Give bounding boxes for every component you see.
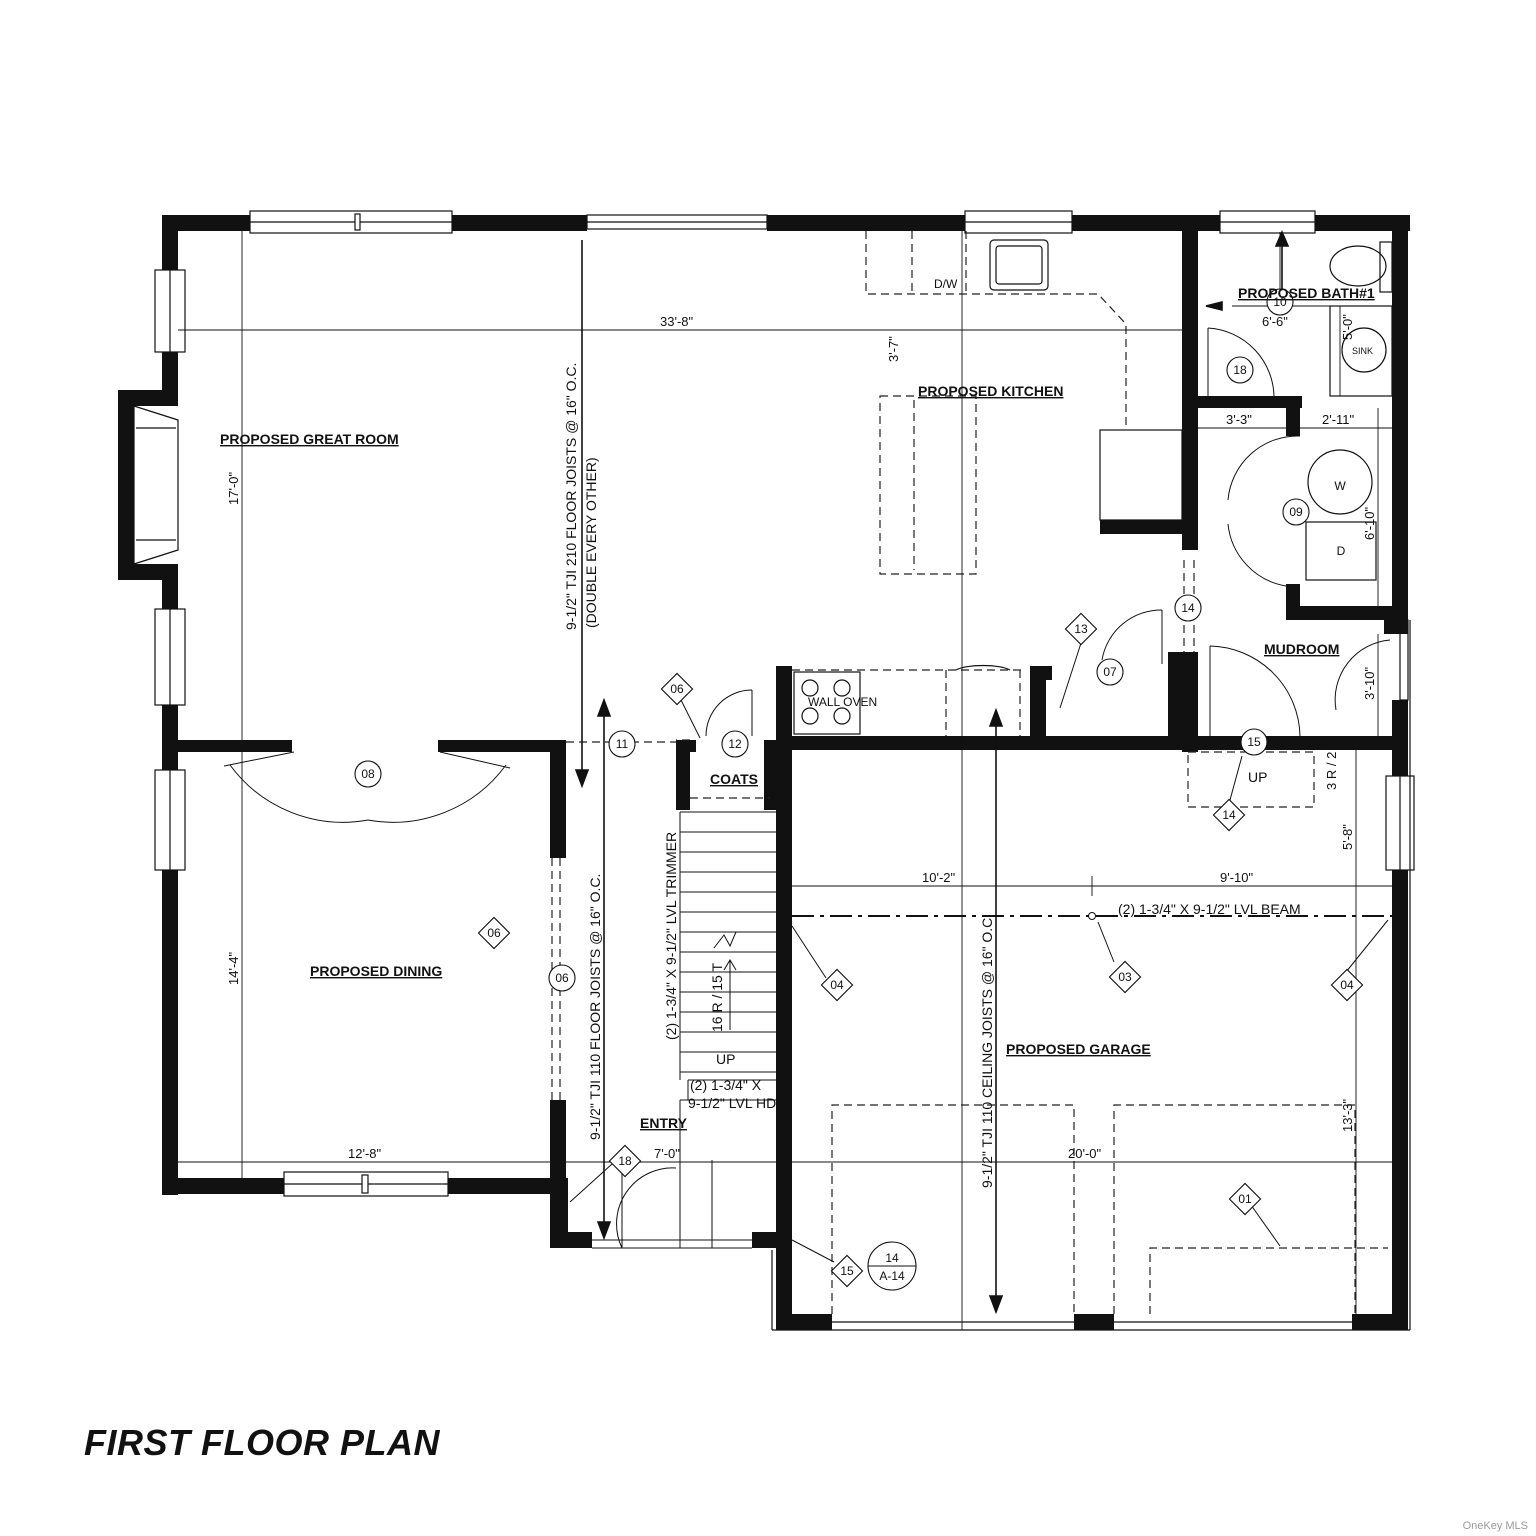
tag-03: 03 [1118, 970, 1132, 984]
dashed-elements [551, 231, 1388, 1314]
note-dryer: D [1337, 544, 1346, 558]
room-mudroom: MUDROOM [1264, 641, 1339, 657]
tag-12: 12 [728, 737, 742, 751]
dim-kitchen-counter: 3'-7" [886, 336, 901, 362]
tag-14-section: 14 [885, 1251, 899, 1265]
note-ceiling-joists-garage: 9-1/2" TJI 110 CEILING JOISTS @ 16" O.C. [979, 914, 995, 1188]
room-great-room: PROPOSED GREAT ROOM [220, 431, 399, 447]
lvl-beam [792, 912, 1392, 920]
dim-garage-depth: 13'-3" [1340, 1098, 1355, 1132]
note-lvl-trimmer: (2) 1-3/4" X 9-1/2" LVL TRIMMER [663, 832, 679, 1040]
dim-riser-note: 3 R / 2 T [1324, 740, 1339, 790]
dimension-labels: 33'-8" 17'-0" 14'-4" 12'-8" 7'-0" 20'-0"… [226, 314, 1377, 1161]
dim-mudroom-depth: 3'-10" [1362, 666, 1377, 700]
door-swings [223, 327, 1391, 1249]
watermark-credit: OneKey MLS [1462, 1520, 1528, 1532]
note-dishwasher: D/W [934, 277, 958, 291]
dim-garage-width: 20'-0" [1068, 1146, 1102, 1161]
room-entry: ENTRY [640, 1115, 688, 1131]
note-sink: SINK [1352, 346, 1373, 356]
fixtures [793, 239, 1393, 735]
note-lvl-beam: (2) 1-3/4" X 9-1/2" LVL BEAM [1118, 901, 1301, 917]
dim-laundry-depth: 6'-10" [1362, 506, 1377, 540]
dim-garage-left: 10'-2" [922, 870, 956, 885]
dim-overall-width: 33'-8" [660, 314, 694, 329]
tag-07: 07 [1103, 665, 1117, 679]
stairs [679, 811, 776, 1248]
note-stair-up: UP [716, 1051, 735, 1067]
tag-06-coats: 06 [670, 682, 684, 696]
dim-garage-right: 9'-10" [1220, 870, 1254, 885]
exterior-walls [118, 215, 1410, 1330]
plan-title: FIRST FLOOR PLAN [84, 1422, 440, 1463]
room-garage: PROPOSED GARAGE [1006, 1041, 1151, 1057]
tag-06-dining: 06 [487, 926, 501, 940]
tag-11: 11 [616, 737, 629, 751]
note-stair-risers: 16 R / 15 T [709, 963, 725, 1032]
tag-06-dining-opening: 06 [555, 971, 569, 985]
tag-04-left: 04 [830, 978, 844, 992]
note-washer: W [1334, 479, 1346, 493]
windows [133, 210, 1415, 1331]
note-floor-joists-main: 9-1/2" TJI 210 FLOOR JOISTS @ 16" O.C. [563, 363, 579, 630]
dim-laundry-width: 2'-11" [1322, 412, 1355, 427]
tag-09: 09 [1289, 505, 1303, 519]
tag-section-ref: A-14 [879, 1269, 905, 1283]
tag-labels: 08 11 12 18 10 09 14 07 15 06 14 A-14 06… [361, 295, 1354, 1283]
tag-18-bath: 18 [1233, 363, 1247, 377]
tag-18-entry: 18 [618, 1154, 632, 1168]
note-lvl-header-2: 9-1/2" LVL HDR. [688, 1095, 790, 1111]
tag-10: 10 [1273, 295, 1287, 309]
note-step-up: UP [1248, 769, 1267, 785]
tag-15-mudroom: 15 [1247, 735, 1261, 749]
room-dining: PROPOSED DINING [310, 963, 442, 979]
dim-entry-width: 7'-0" [654, 1146, 680, 1161]
dim-dining-depth: 14'-4" [226, 951, 241, 985]
structural-notes: 9-1/2" TJI 210 FLOOR JOISTS @ 16" O.C. (… [563, 277, 1373, 1188]
note-double-every-other: (DOUBLE EVERY OTHER) [583, 457, 599, 628]
room-bath: PROPOSED BATH#1 [1238, 285, 1375, 301]
dim-bath-width: 6'-6" [1262, 314, 1288, 329]
note-lvl-header-1: (2) 1-3/4" X [690, 1077, 762, 1093]
joist-arrows [574, 229, 1290, 1315]
tag-15-garage: 15 [840, 1264, 854, 1278]
tag-04-right: 04 [1340, 978, 1354, 992]
tag-14-mudroom: 14 [1181, 601, 1195, 615]
tag-14-step: 14 [1222, 808, 1236, 822]
dim-dining-width: 12'-8" [348, 1146, 382, 1161]
dim-hall-width: 3'-3" [1226, 412, 1252, 427]
room-labels: PROPOSED GREAT ROOM PROPOSED KITCHEN PRO… [220, 285, 1375, 1131]
tag-08: 08 [361, 767, 375, 781]
dim-great-room-depth: 17'-0" [226, 471, 241, 505]
dim-garage-step: 5'-8" [1340, 824, 1355, 850]
note-wall-oven: WALL OVEN [808, 695, 877, 709]
note-floor-joists-dining: 9-1/2" TJI 110 FLOOR JOISTS @ 16" O.C. [587, 874, 603, 1140]
dim-bath-vanity: 5'-0" [1340, 314, 1355, 340]
room-coats: COATS [710, 771, 758, 787]
tag-shapes [354, 288, 1364, 1291]
tag-13: 13 [1074, 622, 1088, 636]
dimension-lines [178, 231, 1392, 1330]
tag-01: 01 [1238, 1192, 1252, 1206]
room-kitchen: PROPOSED KITCHEN [918, 383, 1063, 399]
